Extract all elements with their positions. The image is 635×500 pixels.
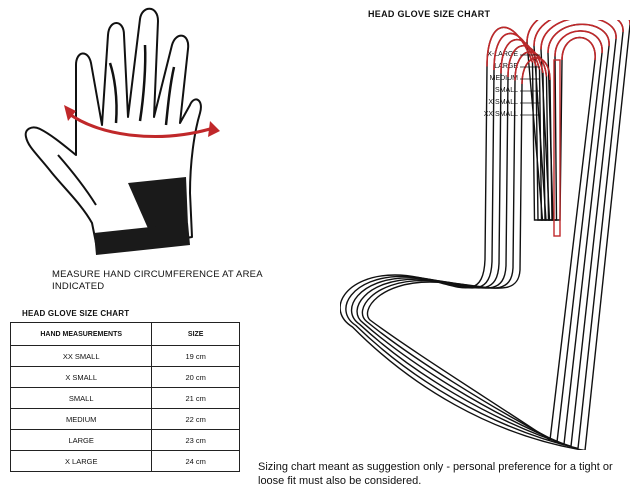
size-label: X SMALL [488, 99, 518, 106]
size-table: HAND MEASUREMENTS SIZE XX SMALL 19 cm X … [9, 322, 240, 472]
size-name-cell: X SMALL [9, 366, 153, 388]
size-tip-arc [514, 30, 603, 81]
table-row: MEDIUM 22 cm [9, 408, 240, 430]
size-value-cell: 19 cm [151, 345, 240, 367]
arrow-head-icon [208, 121, 220, 137]
measurement-arrow-icon [67, 111, 211, 138]
size-label: LARGE [494, 63, 518, 70]
nested-glove-outlines [340, 20, 630, 450]
size-name-cell: LARGE [9, 429, 153, 451]
table-row: XX SMALL 19 cm [9, 345, 240, 367]
size-value-cell: 21 cm [151, 387, 240, 409]
wrist-strap [128, 177, 188, 233]
size-outline [350, 20, 617, 447]
size-name-cell: MEDIUM [9, 408, 153, 430]
size-value-cell: 23 cm [151, 429, 240, 451]
column-header: SIZE [151, 322, 240, 346]
size-outline-group [340, 20, 630, 450]
leader-line-group [520, 54, 540, 116]
table-row: X SMALL 20 cm [9, 366, 240, 388]
measure-note: MEASURE HAND CIRCUMFERENCE AT AREA INDIC… [52, 269, 263, 292]
size-tip-arc [486, 20, 630, 67]
table-row: SMALL 21 cm [9, 387, 240, 409]
size-value-cell: 22 cm [151, 408, 240, 430]
finger-seam [164, 66, 176, 126]
disclaimer-text: Sizing chart meant as suggestion only - … [258, 461, 613, 487]
thumb-seam [57, 154, 97, 206]
size-outline [366, 36, 596, 441]
size-value-cell: 20 cm [151, 366, 240, 388]
arrow-tail-icon [64, 105, 76, 121]
size-tip-arc [493, 20, 624, 71]
size-name-cell: SMALL [9, 387, 153, 409]
finger-slot [553, 59, 561, 237]
size-name-cell: X LARGE [9, 450, 153, 472]
finger-seam [138, 44, 147, 122]
wrist-cuff [94, 223, 190, 255]
size-outline [340, 20, 630, 450]
glove-illustration [24, 7, 220, 255]
size-tip-arc [507, 23, 610, 78]
size-outline [361, 30, 603, 443]
column-header: HAND MEASUREMENTS [9, 322, 153, 346]
diagram-title: HEAD GLOVE SIZE CHART [368, 9, 491, 19]
size-value-cell: 24 cm [151, 450, 240, 472]
finger-seam [108, 62, 118, 124]
size-label: SMALL [495, 87, 518, 94]
size-table-title: HEAD GLOVE SIZE CHART [22, 309, 130, 318]
size-outline [356, 23, 610, 445]
size-label: MEDIUM [489, 75, 518, 82]
table-header-row: HAND MEASUREMENTS SIZE [9, 322, 240, 346]
size-tip-arc [521, 36, 596, 85]
table-row: LARGE 23 cm [9, 429, 240, 451]
table-row: X LARGE 24 cm [9, 450, 240, 472]
size-name-cell: XX SMALL [9, 345, 153, 367]
